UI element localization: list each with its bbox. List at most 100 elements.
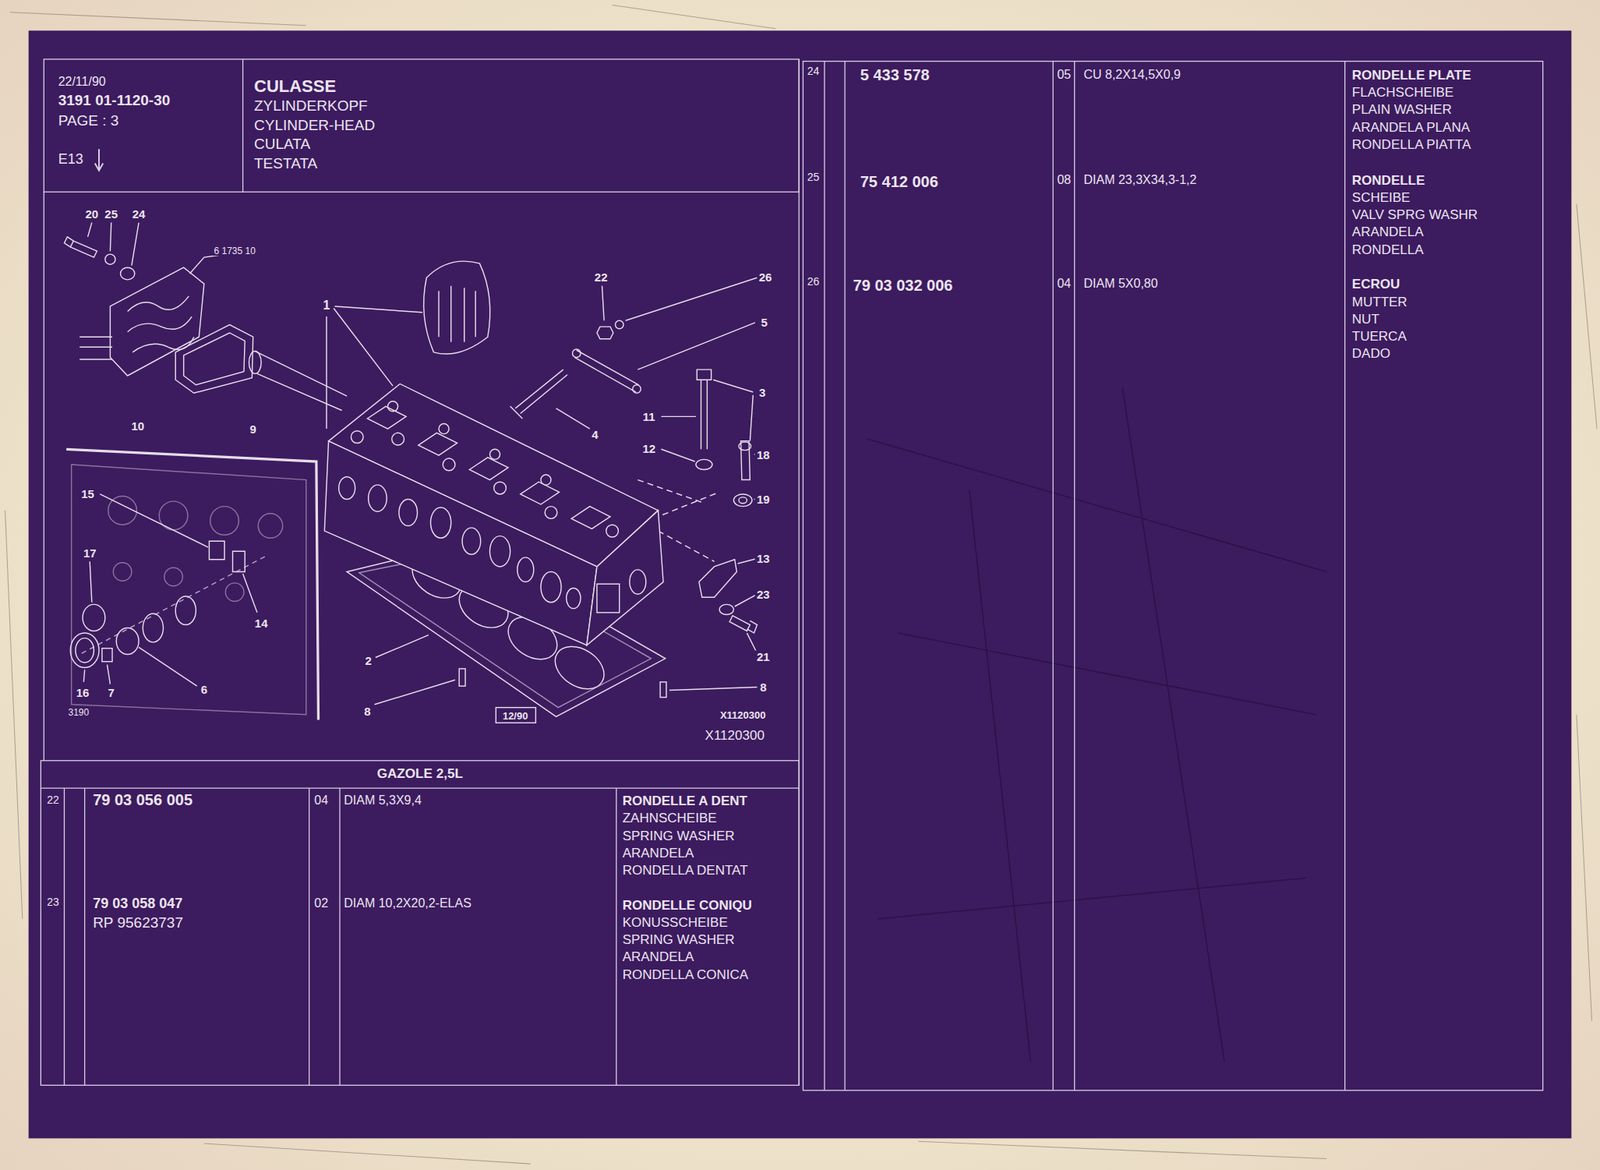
catalog-text: 5 433 578: [860, 67, 930, 83]
drawing-stroke: [823, 61, 825, 1091]
drawing-stroke: [339, 787, 340, 1085]
drawing-stroke: [738, 497, 747, 504]
drawing-stroke: [734, 558, 758, 654]
drawing-stroke: [43, 191, 45, 761]
catalog-text: DADO: [1352, 346, 1391, 361]
drawing-stroke: [1073, 61, 1075, 1091]
catalog-text: TUERCA: [1352, 329, 1407, 343]
catalog-text: 08: [1056, 173, 1071, 187]
drawing-stroke: [70, 632, 99, 668]
catalog-text: ARANDELA: [622, 846, 695, 860]
callout-number: 10: [129, 420, 146, 432]
catalog-text: SPRING WASHER: [622, 932, 735, 947]
drawing-stroke: [556, 408, 590, 429]
parts-row: 2575 412 00608DIAM 23,3X34,3-1,2RONDELLE…: [802, 171, 1543, 271]
catalog-text: RONDELLE A DENT: [622, 794, 748, 808]
parts-row: 2379 03 058 047RP 9562373702DIAM 10,2X20…: [40, 893, 799, 1082]
catalog-text: ARANDELA PLANA: [1352, 120, 1470, 135]
drawing-stroke: [754, 454, 758, 500]
callout-number: 2: [363, 654, 373, 667]
drawing-stroke: [660, 681, 667, 698]
catalog-text: RONDELLE: [1352, 173, 1426, 188]
drawing-stroke: [601, 277, 757, 321]
drawing-stroke: [1052, 61, 1054, 1091]
drawing-stroke: [339, 476, 356, 500]
catalog-text: RONDELLA: [1352, 243, 1424, 257]
callout-number: 1: [321, 299, 333, 312]
callout-number: 17: [81, 546, 99, 559]
callout-number: 11: [641, 410, 657, 423]
drawing-stroke: [95, 148, 103, 171]
title-box: CULASSEZYLINDERKOPFCYLINDER-HEADCULATATE…: [243, 59, 800, 192]
drawing-stroke: [225, 582, 244, 602]
drawing-stroke: [375, 635, 429, 658]
drawing-stroke: [867, 388, 1327, 1062]
drawing-stroke: [615, 787, 617, 1085]
drawing-stroke: [660, 379, 753, 462]
drawing-stroke: [142, 613, 163, 643]
drawing-stroke: [82, 603, 106, 631]
callout-number: 26: [757, 270, 774, 283]
drawing-stroke: [574, 349, 639, 393]
drawing-stroke: [741, 441, 751, 481]
catalog-text: GAZOLE 2,5L: [40, 766, 799, 781]
callout-number: 8: [758, 681, 768, 693]
drawing-stroke: [615, 320, 624, 329]
item-number: 25: [807, 171, 820, 183]
catalog-text: 79 03 032 006: [853, 277, 954, 294]
callout-number: 19: [755, 493, 772, 506]
catalog-text: 05: [1056, 68, 1071, 82]
drawing-stroke: [71, 464, 307, 715]
drawing-stroke: [175, 596, 196, 626]
drawing-stroke: [459, 668, 466, 686]
catalog-text: RONDELLA PIATTA: [1352, 137, 1471, 152]
drawing-stroke: [308, 787, 310, 1085]
drawing-stroke: [1344, 61, 1346, 1091]
drawing-stroke: [632, 384, 641, 393]
drawing-stroke: [719, 603, 734, 615]
drawing-stroke: [367, 406, 611, 529]
drawing-stroke: [5, 5, 1598, 1165]
drawing-stroke: [462, 527, 481, 555]
catalog-text: PLAIN WASHER: [1352, 102, 1452, 117]
callout-number: 7: [106, 686, 117, 699]
drawing-stroke: [40, 787, 799, 788]
callout-number: 3190: [66, 707, 91, 717]
parts-row: 2679 03 032 00604DIAM 5X0,80ECROUMUTTERN…: [802, 270, 1543, 1085]
drawing-stroke: [43, 59, 799, 192]
catalog-text: CYLINDER-HEAD: [254, 117, 375, 133]
catalog-text: RP 95623737: [92, 914, 184, 930]
callout-number: 16: [74, 686, 92, 699]
callout-number: 20: [83, 207, 100, 219]
drawing-stroke: [802, 61, 1543, 1091]
item-number: 23: [46, 896, 60, 908]
catalog-text: RONDELLE CONIQU: [622, 898, 753, 912]
callout-number: 15: [79, 487, 96, 499]
drawing-stroke: [699, 559, 737, 597]
drawing-stroke: [844, 61, 845, 1091]
drawing-stroke: [544, 506, 558, 520]
drawing-stroke: [233, 550, 246, 572]
item-number: 26: [807, 275, 820, 287]
drawing-stroke: [596, 326, 614, 340]
catalog-text: ZYLINDERKOPF: [254, 98, 368, 114]
drawing-stroke: [489, 448, 500, 460]
callout-number: 6: [199, 683, 209, 696]
drawing-stroke: [494, 481, 507, 495]
drawing-stroke: [867, 388, 1327, 1062]
drawing-stroke: [540, 474, 551, 485]
catalog-text: 02: [314, 897, 329, 910]
drawing-stroke: [596, 583, 620, 613]
drawing-stroke: [392, 432, 405, 446]
parts-row: 2279 03 056 00504DIAM 5,3X9,4RONDELLE A …: [40, 791, 799, 894]
drawing-stroke: [495, 707, 536, 724]
callout-number: 14: [253, 616, 270, 629]
catalog-text: DIAM 23,3X34,3-1,2: [1083, 173, 1197, 187]
catalog-text: DIAM 10,2X20,2-ELAS: [343, 897, 472, 910]
drawing-stroke: [438, 423, 449, 435]
catalog-text: ECROU: [1352, 277, 1400, 291]
callout-number: 12: [640, 441, 657, 454]
drawing-stroke: [81, 556, 266, 654]
drawing-stroke: [733, 494, 753, 507]
drawing-stroke: [75, 638, 95, 663]
